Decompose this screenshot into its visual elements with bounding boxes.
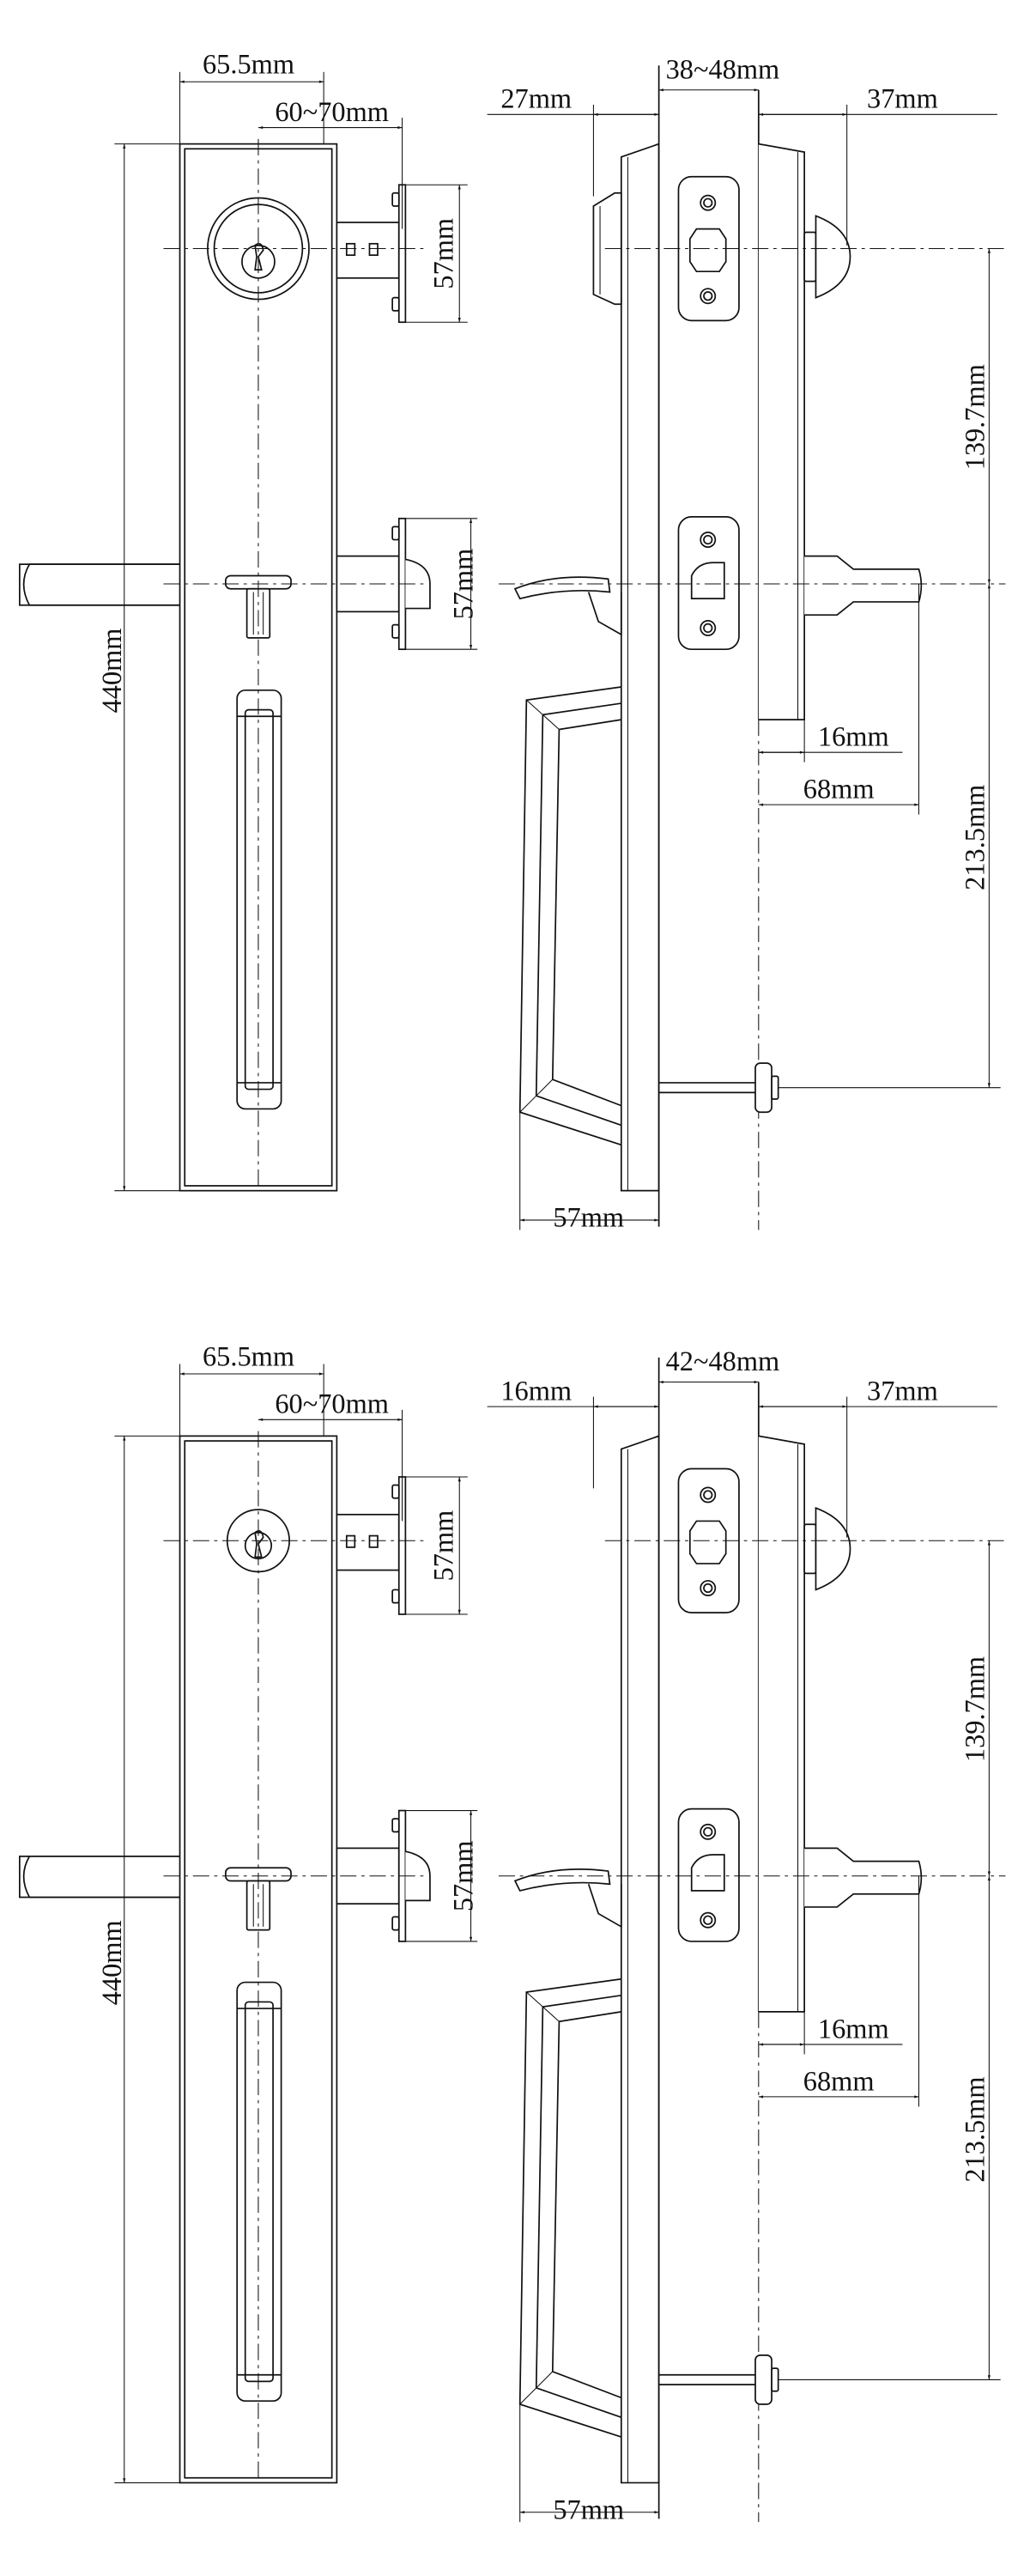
deadbolt-housing <box>336 1513 400 1571</box>
faceplate-screw <box>391 191 400 207</box>
door-thickness-label: 42~48mm <box>666 1346 780 1377</box>
outside-escutcheon-profile <box>758 1435 805 2013</box>
deadbolt-to-latch-label: 139.7mm <box>960 1656 991 1762</box>
faceplate-screw <box>391 1589 400 1604</box>
deadbolt-slot <box>368 1534 379 1548</box>
bevel <box>525 699 543 715</box>
faceplate-screw <box>391 1484 400 1499</box>
front-view: 65.5mm 60~70mm 440mm 57mm 57mm <box>19 1341 479 2484</box>
faceplate-screw <box>391 1916 400 1931</box>
pull-handle <box>236 689 282 1110</box>
bottom-screw-tip <box>771 2367 779 2392</box>
deadbolt-opening <box>688 228 727 273</box>
pull-handle-inner <box>244 708 274 1091</box>
pull-handle-profile <box>518 1978 622 2438</box>
door-thickness-label: 38~48mm <box>666 54 780 85</box>
thumbturn-projection-label: 37mm <box>867 1376 938 1406</box>
thumbturn-knob <box>815 215 851 299</box>
pull-handle-profile-inner <box>535 702 622 1127</box>
bevel <box>519 2387 537 2405</box>
bottom-screw-head <box>754 2354 772 2405</box>
inside-escutcheon-profile <box>620 143 660 1192</box>
bevel <box>536 1078 554 1097</box>
pull-projection-label: 57mm <box>553 1203 624 1234</box>
lever-projection-label: 68mm <box>803 775 875 805</box>
deadbolt-slot <box>345 1534 356 1548</box>
pull-handle-profile <box>518 686 622 1146</box>
pull-handle <box>236 1981 282 2403</box>
pull-handle-inner <box>244 2001 274 2383</box>
outside-escutcheon-profile <box>758 143 805 720</box>
backset-label: 60~70mm <box>275 1389 389 1420</box>
inside-lever-profile <box>513 1868 611 1892</box>
width-label: 65.5mm <box>203 1341 294 1372</box>
outside-lever-handle-outline <box>22 1856 180 1899</box>
faceplate-screw <box>391 296 400 312</box>
inside-projection-label: 16mm <box>500 1376 572 1406</box>
inside-projection-label: 27mm <box>500 84 572 115</box>
outside-lever-profile <box>804 555 923 617</box>
deadbolt-slot <box>368 242 379 256</box>
backset-label: 60~70mm <box>275 97 389 128</box>
thumbturn-stem <box>803 231 817 283</box>
inside-lever-neck <box>587 1884 622 1929</box>
outside-lever-profile <box>804 1847 923 1908</box>
side-view: 16mm 42~48mm 37mm 139.7mm 213.5mm 16mm 68mm 57m… <box>487 1346 1006 2525</box>
screw-hole-inner <box>703 197 713 208</box>
screw-hole-inner <box>703 1583 713 1594</box>
escutcheon-depth-label: 16mm <box>818 722 889 753</box>
screw-hole-inner <box>703 1490 713 1500</box>
width-label: 65.5mm <box>203 50 294 81</box>
screw-hole-inner <box>703 623 713 634</box>
latch-to-bottom-label: 213.5mm <box>960 2076 991 2182</box>
screw-hole-inner <box>703 1826 713 1837</box>
latch-plate-label: 57mm <box>448 1840 479 1911</box>
latch-plate-label: 57mm <box>448 549 479 620</box>
pull-handle-profile-inner <box>535 1994 622 2419</box>
deadbolt-to-latch-label: 139.7mm <box>960 364 991 470</box>
pull-handle-profile-face <box>551 2011 622 2399</box>
inside-escutcheon-profile <box>620 1435 660 2484</box>
bevel <box>519 1095 537 1113</box>
latch-opening <box>690 1854 725 1892</box>
bevel <box>542 2006 560 2022</box>
screw-hole-inner <box>703 1915 713 1925</box>
latch-opening <box>690 562 725 599</box>
inside-lever-neck <box>587 592 622 636</box>
thumbturn-projection-label: 37mm <box>867 84 938 115</box>
latch-bolt-bevel <box>405 558 431 610</box>
thumbturn-knob <box>815 1506 851 1591</box>
bevel <box>536 2371 554 2389</box>
pull-handle-profile-face <box>551 719 622 1107</box>
faceplate-screw <box>391 1818 400 1833</box>
drawing-variant-1: 65.5mm 60~70mm 440mm 57mm 57mm 27mm 38~48mm 37m… <box>19 50 1006 1234</box>
faceplate-screw <box>391 623 400 639</box>
deadbolt-plate-label: 57mm <box>429 218 460 289</box>
inside-lever-profile <box>513 576 611 600</box>
latch-bolt-bevel <box>405 1850 431 1902</box>
height-label: 440mm <box>97 628 128 713</box>
bevel <box>542 714 560 730</box>
side-view: 27mm 38~48mm 37mm 139.7mm 213.5mm 16mm 68mm 57m… <box>487 54 1006 1234</box>
deadbolt-opening <box>688 1520 727 1564</box>
pull-projection-label: 57mm <box>553 2494 624 2525</box>
bottom-screw-head <box>754 1062 772 1114</box>
latch-to-bottom-label: 213.5mm <box>960 785 991 890</box>
screw-hole-inner <box>703 534 713 545</box>
bevel <box>525 1991 543 2008</box>
deadbolt-slot <box>345 242 356 256</box>
drawing-variant-2: 65.5mm 60~70mm 440mm 57mm 57mm 16mm 42~48mm 37m… <box>19 1341 1006 2525</box>
bottom-screw-tip <box>771 1075 779 1100</box>
deadbolt-plate-label: 57mm <box>429 1510 460 1582</box>
thumbturn-stem <box>803 1523 817 1575</box>
height-label: 440mm <box>97 1920 128 2005</box>
faceplate-screw <box>391 526 400 541</box>
escutcheon-depth-label: 16mm <box>818 2014 889 2044</box>
front-view: 65.5mm 60~70mm 440mm 57mm 57mm <box>19 50 479 1192</box>
screw-hole-inner <box>703 291 713 301</box>
outside-lever-handle-outline <box>22 563 180 606</box>
lever-projection-label: 68mm <box>803 2066 875 2097</box>
